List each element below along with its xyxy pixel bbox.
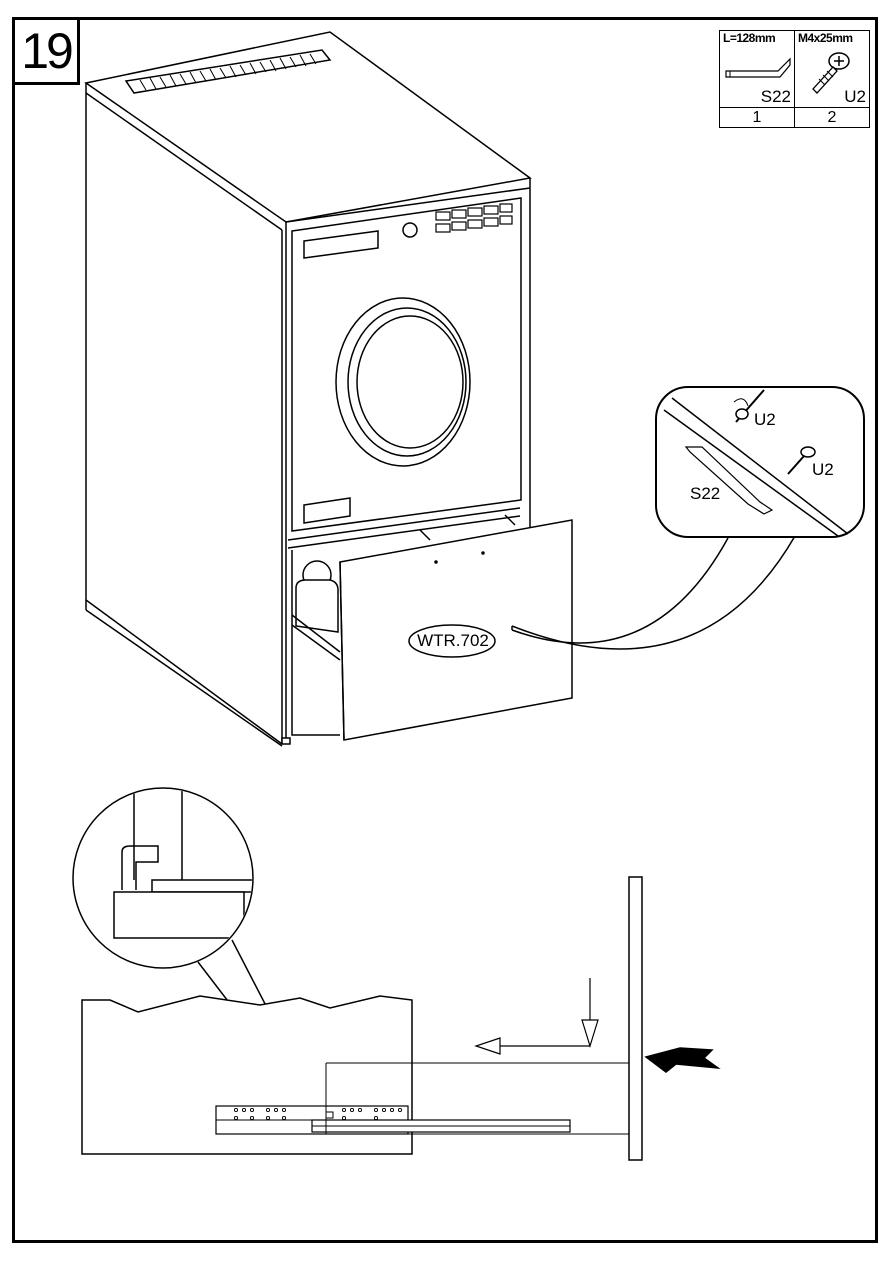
page-frame: [12, 17, 878, 1243]
part-qty: 1: [720, 108, 795, 128]
part-code: S22: [761, 87, 791, 107]
drawer-label: WTR.702: [412, 631, 494, 651]
part-cell-screw: M4x25mm U2: [795, 31, 870, 108]
part-code: U2: [844, 87, 866, 107]
callout-screw-label-top: U2: [754, 410, 776, 430]
step-number: 19: [12, 17, 80, 85]
part-qty: 2: [795, 108, 870, 128]
part-cell-handle: L=128mm S22: [720, 31, 795, 108]
callout-handle-label: S22: [690, 484, 720, 504]
parts-table: L=128mm S22 M4x25mm: [719, 30, 870, 128]
callout-screw-label-right: U2: [812, 460, 834, 480]
